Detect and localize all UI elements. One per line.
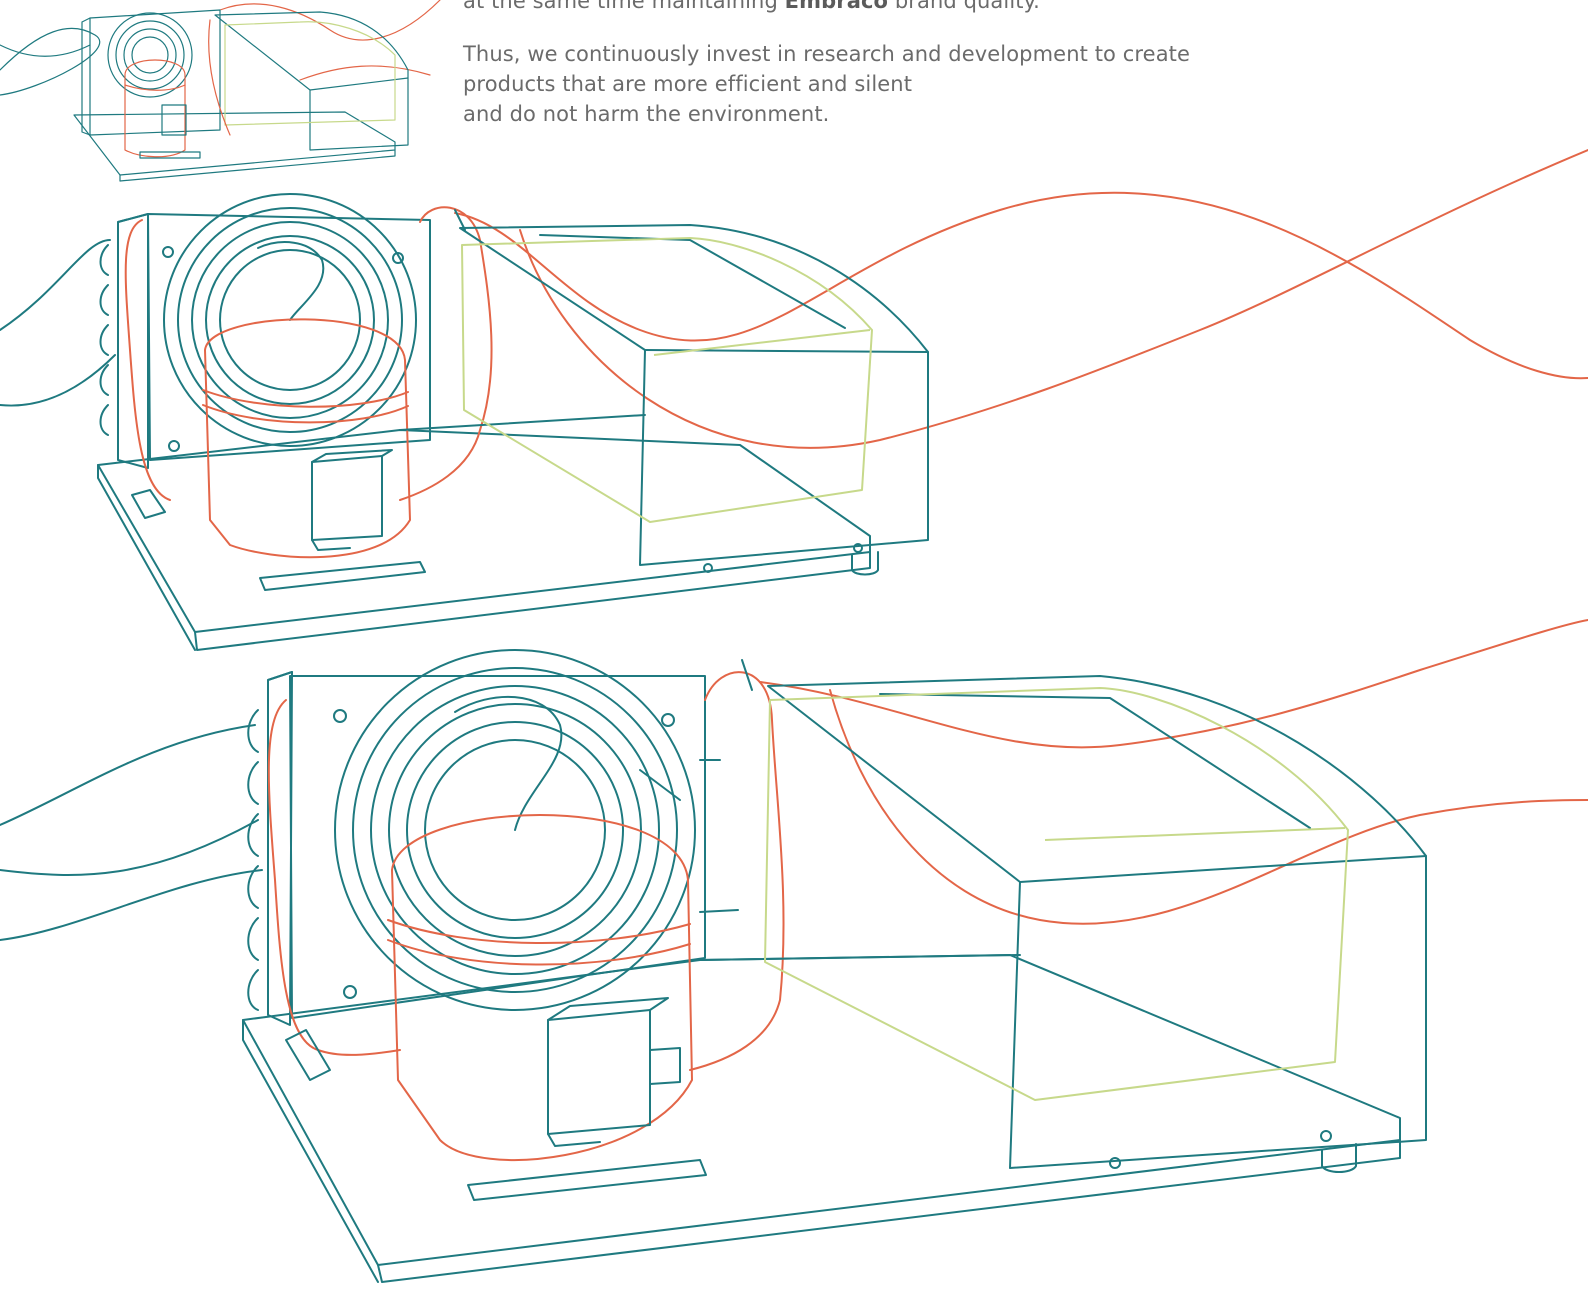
intro-para2-line-3: and do not harm the environment. xyxy=(463,102,830,126)
intro-line-1-prefix: at the same time maintaining xyxy=(463,0,778,13)
intro-para2-line-1: Thus, we continuously invest in research… xyxy=(463,42,1191,66)
brand-name: Embraco xyxy=(784,0,889,13)
condensing-unit-medium xyxy=(0,149,1588,651)
intro-para2-line-2: products that are more efficient and sil… xyxy=(463,72,913,96)
condensing-unit-small xyxy=(0,0,441,182)
intro-line-1-suffix: brand quality. xyxy=(894,0,1040,13)
intro-line-1: at the same time maintaining Embraco bra… xyxy=(463,0,1363,16)
intro-copy: at the same time maintaining Embraco bra… xyxy=(463,0,1363,129)
intro-paragraph-2: Thus, we continuously invest in research… xyxy=(463,39,1363,129)
condensing-unit-large xyxy=(0,619,1588,1283)
